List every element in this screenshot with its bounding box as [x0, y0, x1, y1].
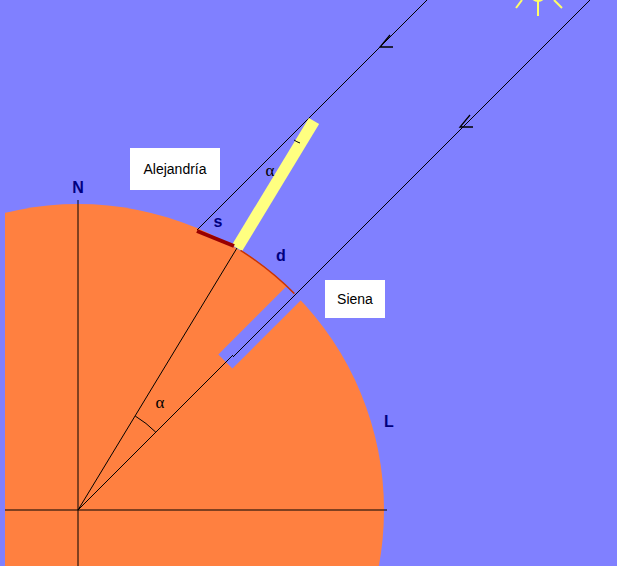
ray-arrowhead — [380, 35, 393, 47]
sun-ray — [537, 0, 539, 16]
gnomon — [237, 121, 314, 248]
place-name: Siena — [337, 291, 373, 307]
sun-ray — [554, 0, 562, 8]
place-label-box: Alejandría — [130, 148, 220, 190]
sun-ray-line — [197, 0, 427, 230]
ray-arrowhead — [460, 115, 473, 127]
sun-ray-line — [233, 0, 590, 357]
diagram-letter: s — [214, 214, 223, 230]
radius-alexandria — [78, 248, 237, 510]
radius-siena — [78, 355, 233, 510]
place-name: Alejandría — [143, 161, 206, 177]
diagram-letter: L — [384, 414, 394, 430]
place-label-box: Siena — [325, 280, 385, 318]
north-axis — [78, 200, 79, 566]
sun — [516, 0, 562, 16]
diagram-letter: N — [72, 180, 84, 196]
east-axis — [5, 510, 387, 511]
sun-ray — [516, 0, 522, 8]
diagram-letter: d — [276, 248, 286, 264]
diagram-letter: α — [156, 394, 165, 411]
shadow-s — [197, 231, 234, 246]
earth-disc — [5, 204, 384, 566]
diagram-letter: α — [266, 162, 275, 179]
angle-arc — [294, 140, 300, 143]
well — [218, 255, 331, 368]
arc-d — [241, 250, 295, 293]
sun-disc — [530, 0, 546, 2]
angle-arc — [135, 416, 156, 432]
